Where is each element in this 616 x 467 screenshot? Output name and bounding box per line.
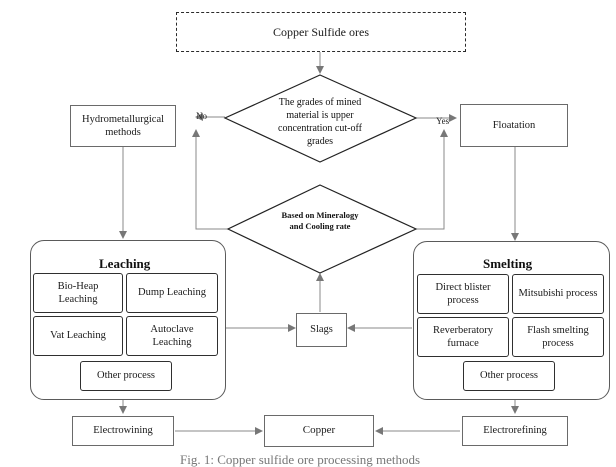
floatation-label: Floatation: [492, 119, 536, 131]
floatation-node: Floatation: [460, 104, 568, 147]
electrowining-label: Electrowining: [93, 425, 153, 437]
decision-grade-label: The grades of mined material is upper co…: [278, 97, 362, 147]
smelting-item-flash: Flash smelting process: [512, 317, 604, 357]
electrowining-node: Electrowining: [72, 416, 174, 446]
leaching-item-label: Other process: [96, 370, 156, 382]
start-node: Copper Sulfide ores: [176, 12, 466, 52]
decision-mineralogy-diamond: [226, 184, 418, 274]
smelting-item-other: Other process: [463, 361, 555, 391]
slags-node: Slags: [296, 313, 347, 347]
leaching-item-label: Autoclave Leaching: [150, 323, 194, 348]
smelting-item-label: Mitsubishi process: [518, 288, 598, 300]
leaching-item-vat: Vat Leaching: [33, 316, 123, 356]
figure-caption: Fig. 1: Copper sulfide ore processing me…: [180, 452, 421, 467]
leaching-item-label: Bio-Heap Leaching: [57, 280, 99, 305]
smelting-item-label: Flash smelting process: [527, 324, 589, 349]
leaching-item-autoclave: Autoclave Leaching: [126, 316, 218, 356]
slags-label: Slags: [310, 324, 333, 336]
hydrometallurgical-label: Hydrometallurgical methods: [81, 113, 165, 138]
smelting-item-label: Direct blister process: [435, 281, 491, 306]
start-node-label: Copper Sulfide ores: [273, 24, 369, 39]
arrow-mineralogy-to-floatation: [416, 129, 448, 230]
hydrometallurgical-node: Hydrometallurgical methods: [70, 105, 176, 147]
smelting-item-label: Reverberatory furnace: [432, 324, 494, 349]
leaching-item-label: Dump Leaching: [138, 287, 206, 299]
copper-node: Copper: [264, 415, 374, 447]
yes-label: Yes: [436, 116, 450, 126]
smelting-title: Smelting: [483, 256, 533, 271]
smelting-item-direct-blister: Direct blister process: [417, 274, 509, 314]
smelting-item-label: Other process: [479, 370, 539, 382]
no-label: No: [196, 111, 207, 121]
electrorefining-node: Electrorefining: [462, 416, 568, 446]
smelting-item-reverberatory: Reverberatory furnace: [417, 317, 509, 357]
leaching-item-other: Other process: [80, 361, 172, 391]
electrorefining-label: Electrorefining: [483, 425, 547, 437]
leaching-title: Leaching: [99, 256, 151, 271]
leaching-item-bio-heap: Bio-Heap Leaching: [33, 273, 123, 313]
leaching-item-dump: Dump Leaching: [126, 273, 218, 313]
decision-mineralogy-label: Based on Mineralogy and Cooling rate: [281, 210, 359, 232]
decision-grade-diamond: [223, 74, 418, 163]
arrow-mineralogy-to-hydro: [192, 129, 228, 230]
leaching-item-label: Vat Leaching: [50, 330, 106, 342]
copper-label: Copper: [302, 424, 336, 437]
smelting-item-mitsubishi: Mitsubishi process: [512, 274, 604, 314]
